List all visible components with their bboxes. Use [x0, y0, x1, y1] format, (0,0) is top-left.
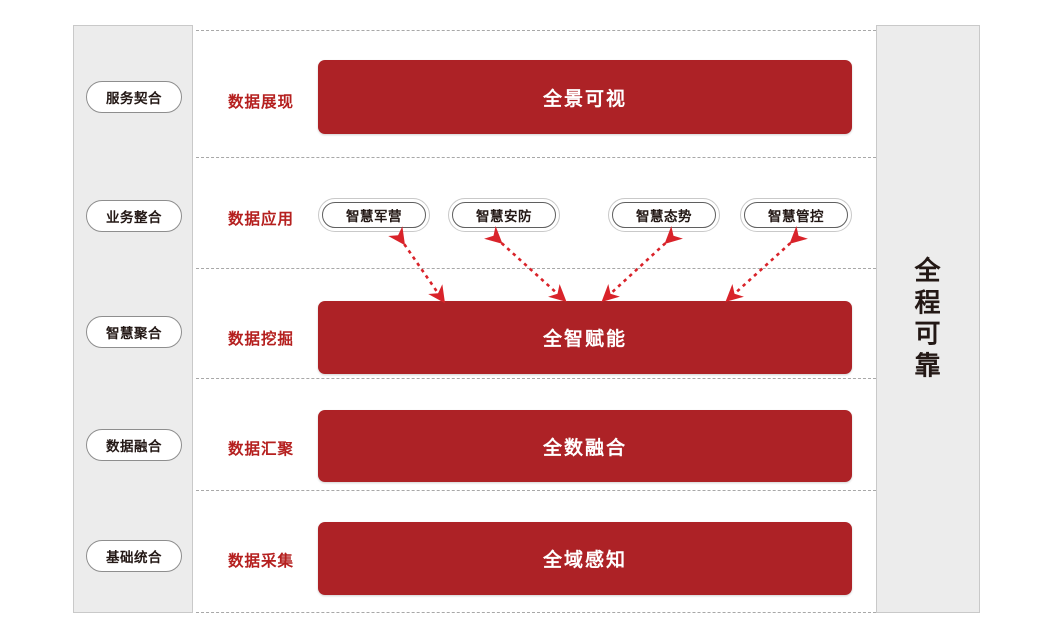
row-label-data-application: 数据应用	[227, 211, 294, 228]
capability-bar-panoramic-visibility[interactable]: 全景可视	[318, 60, 852, 134]
row-label-data-aggregation: 数据汇聚	[227, 441, 294, 458]
stage-pill-1[interactable]: 服务契合	[86, 81, 182, 113]
row-label-data-presentation: 数据展现	[227, 94, 294, 111]
capability-bar-full-domain-sensing[interactable]: 全域感知	[318, 522, 852, 595]
stage-pill-3[interactable]: 智慧聚合	[86, 316, 182, 348]
reliability-char-4: 靠	[914, 350, 942, 381]
app-pill-smart-barracks[interactable]: 智慧军营	[318, 198, 430, 232]
stage-pill-2[interactable]: 业务整合	[86, 200, 182, 232]
connector-arrow-1	[388, 226, 446, 304]
app-pill-label: 智慧态势	[612, 202, 716, 228]
stage-pill-5[interactable]: 基础统合	[86, 540, 182, 572]
stage-pill-label: 服务契合	[106, 91, 162, 106]
connector-arrow-2	[484, 226, 567, 302]
row-label-data-mining: 数据挖掘	[227, 331, 294, 348]
row-divider-1	[196, 157, 876, 158]
row-label-data-collection: 数据采集	[227, 553, 294, 570]
app-pill-label: 智慧安防	[452, 202, 556, 228]
row-divider-top	[196, 30, 876, 31]
stage-pill-label: 基础统合	[106, 550, 162, 565]
row-divider-3	[196, 378, 876, 379]
reliability-vertical-text: 全 程 可 靠	[877, 256, 979, 383]
connector-arrow-4	[725, 226, 808, 302]
stage-pill-label: 数据融合	[106, 439, 162, 454]
reliability-char-1: 全	[914, 255, 942, 286]
row-divider-2	[196, 268, 876, 269]
capability-bar-intelligent-empowerment[interactable]: 全智赋能	[318, 301, 852, 374]
reliability-char-3: 可	[914, 319, 942, 349]
reliability-char-2: 程	[914, 287, 942, 318]
row-divider-4	[196, 490, 876, 491]
capability-stage-panel: 服务契合 业务整合 智慧聚合 数据融合 基础统合	[73, 25, 193, 613]
app-pill-smart-control[interactable]: 智慧管控	[740, 198, 852, 232]
app-pill-smart-situation[interactable]: 智慧态势	[608, 198, 720, 232]
stage-pill-label: 智慧聚合	[106, 326, 162, 341]
reliability-panel: 全 程 可 靠	[876, 25, 980, 613]
app-pill-smart-security[interactable]: 智慧安防	[448, 198, 560, 232]
row-divider-bottom	[196, 612, 876, 613]
stage-pill-label: 业务整合	[106, 210, 162, 225]
app-pill-label: 智慧管控	[744, 202, 848, 228]
stage-pill-4[interactable]: 数据融合	[86, 429, 182, 461]
connector-arrow-3	[601, 226, 683, 302]
capability-bar-data-fusion[interactable]: 全数融合	[318, 410, 852, 482]
app-pill-label: 智慧军营	[322, 202, 426, 228]
